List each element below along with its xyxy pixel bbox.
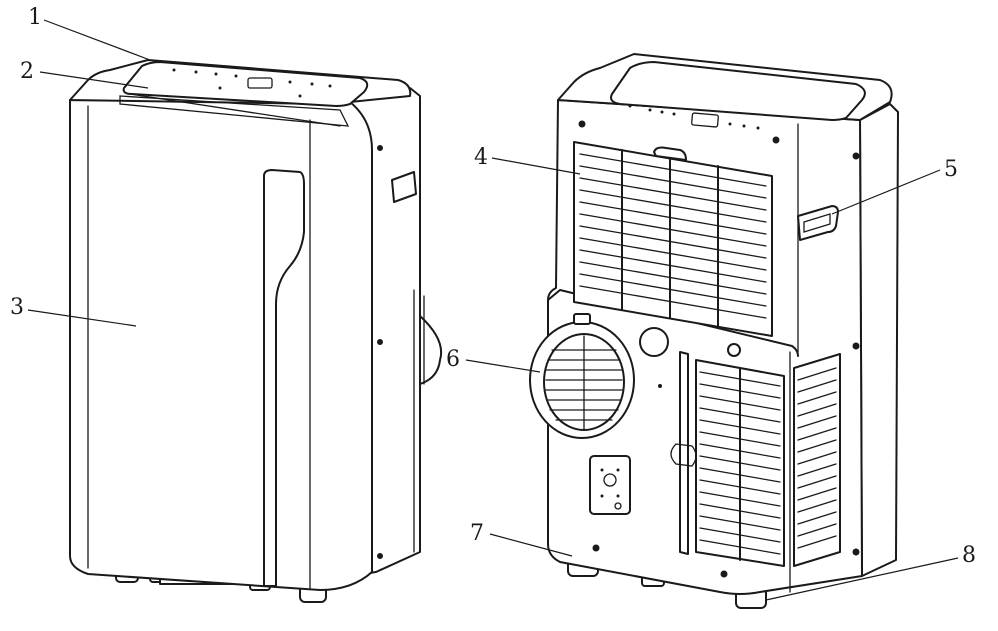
callout-7: 7 [470, 521, 573, 557]
callout-2: 2 [20, 59, 149, 89]
rear-unit [529, 53, 899, 609]
cord-slot [679, 351, 689, 555]
callout-1: 1 [28, 5, 151, 61]
front-side-handle [391, 171, 417, 203]
rear-panel-indicators [628, 104, 760, 130]
callout-8: 8 [765, 543, 976, 601]
lower-grille [695, 359, 785, 567]
upper-filter-grille [573, 141, 773, 337]
callout-7-label: 7 [470, 521, 484, 546]
front-side-bulge [419, 315, 442, 385]
front-control-panel [122, 61, 369, 107]
front-panel-indicators [172, 68, 332, 98]
label-plate [589, 455, 631, 515]
callout-4-label: 4 [474, 145, 488, 170]
callout-1-label: 1 [28, 5, 42, 30]
callout-6-label: 6 [446, 347, 460, 372]
callout-5-label: 5 [944, 157, 958, 182]
front-panel [69, 99, 373, 591]
callout-4: 4 [474, 145, 581, 175]
front-unit [69, 59, 442, 603]
rear-control-panel [610, 61, 866, 121]
callout-2-label: 2 [20, 59, 34, 84]
exhaust-port [529, 313, 635, 439]
callout-3: 3 [10, 295, 137, 327]
callouts: 1 2 3 4 5 6 7 8 [10, 5, 976, 601]
callout-5: 5 [831, 157, 958, 215]
callout-8-label: 8 [962, 543, 976, 568]
side-grille [793, 353, 841, 567]
rear-side-panel [859, 103, 899, 577]
callout-3-label: 3 [10, 295, 24, 320]
drain-cap [639, 327, 669, 357]
front-grip-channel [263, 169, 305, 587]
callout-6: 6 [446, 347, 541, 373]
